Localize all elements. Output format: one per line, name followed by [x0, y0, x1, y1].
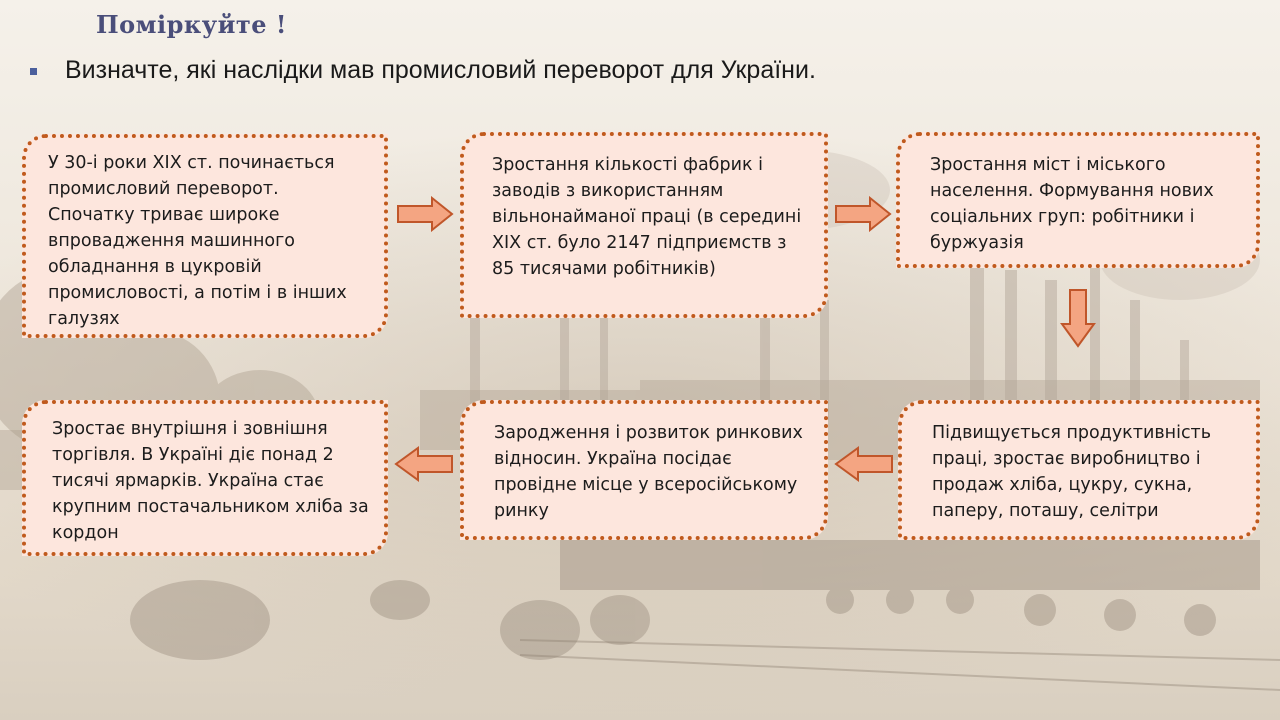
arrow-left-icon — [394, 446, 453, 482]
box-text: Підвищується продуктивність праці, зрост… — [932, 423, 1212, 521]
box-text: У 30-і роки ХІХ ст. починається промисло… — [48, 153, 347, 329]
box-market-relations: Зародження і розвиток ринкових відносин.… — [460, 400, 828, 540]
arrow-left-icon — [834, 446, 893, 482]
box-text: Зростає внутрішня і зовнішня торгівля. В… — [52, 419, 369, 543]
box-trade-growth: Зростає внутрішня і зовнішня торгівля. В… — [22, 400, 388, 556]
box-factories-growth: Зростання кількості фабрик і заводів з в… — [460, 132, 828, 318]
slide-title: Поміркуйте ! — [96, 10, 287, 39]
arrow-down-icon — [1060, 289, 1096, 348]
box-cities-growth: Зростання міст і міського населення. Фор… — [896, 132, 1260, 268]
box-productivity: Підвищується продуктивність праці, зрост… — [898, 400, 1260, 540]
box-text: Зростання кількості фабрик і заводів з в… — [492, 155, 802, 279]
arrow-right-icon — [835, 196, 892, 232]
box-industrial-revolution-start: У 30-і роки ХІХ ст. починається промисло… — [22, 134, 388, 338]
bullet-square-icon — [30, 68, 37, 75]
box-text: Зростання міст і міського населення. Фор… — [930, 155, 1214, 253]
arrow-right-icon — [397, 196, 454, 232]
question-line: Визначте, які наслідки мав промисловий п… — [30, 56, 816, 85]
question-text: Визначте, які наслідки мав промисловий п… — [65, 56, 816, 84]
box-text: Зародження і розвиток ринкових відносин.… — [494, 423, 803, 521]
